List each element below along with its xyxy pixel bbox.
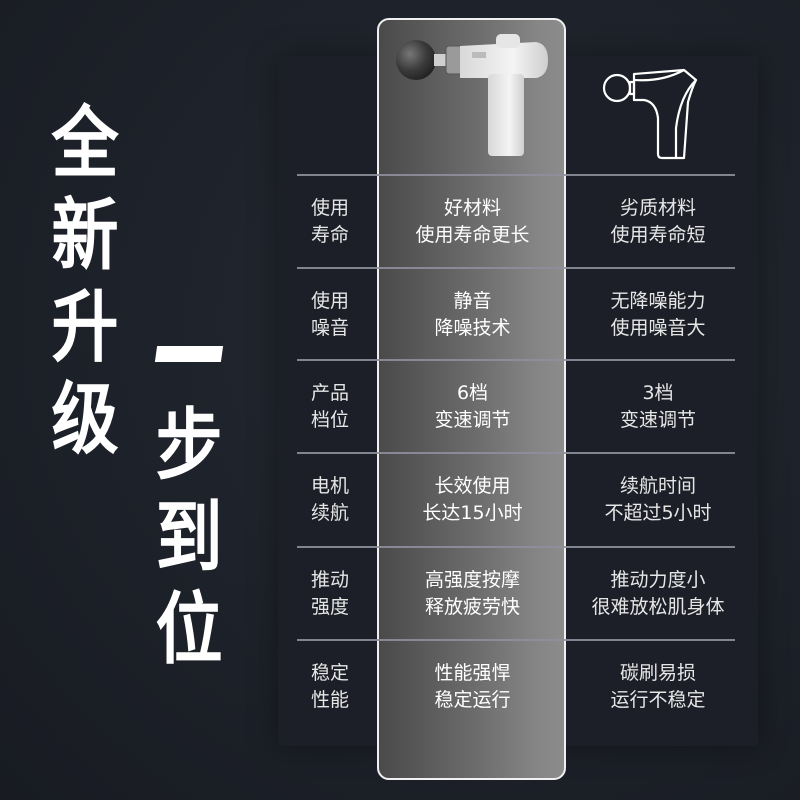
row-label: 推动 强度	[310, 569, 349, 618]
row-separator	[297, 267, 735, 269]
headline-char: 位	[155, 585, 223, 675]
headline-char: 到	[155, 493, 223, 583]
comparison-row-intensity: 推动 强度 高强度按摩 释放疲劳快 推动力度小 很难放松肌身体	[290, 548, 750, 640]
row-separator	[297, 546, 735, 548]
competitor-value: 无降噪能力 使用噪音大	[610, 290, 706, 339]
row-label: 使用 寿命	[310, 197, 349, 246]
our-product-value: 长效使用 长达15小时	[422, 475, 523, 524]
competitor-value: 碳刷易损 运行不稳定	[610, 662, 706, 711]
row-label: 稳定 性能	[310, 662, 349, 711]
our-product-value: 好材料 使用寿命更长	[415, 197, 530, 246]
comparison-row-speed-levels: 产品 档位 6档 变速调节 3档 变速调节	[290, 361, 750, 453]
competitor-value: 推动力度小 很难放松肌身体	[591, 569, 725, 618]
row-separator	[297, 452, 735, 454]
competitor-value: 3档 变速调节	[619, 382, 696, 431]
row-separator	[297, 174, 735, 176]
massage-gun-outline-icon	[602, 68, 698, 160]
our-product-value: 6档 变速调节	[434, 382, 511, 431]
our-product-value: 静音 降噪技术	[434, 290, 511, 339]
row-label: 电机 续航	[310, 475, 349, 524]
comparison-row-noise: 使用 噪音 静音 降噪技术 无降噪能力 使用噪音大	[290, 269, 750, 361]
comparison-row-battery: 电机 续航 长效使用 长达15小时 续航时间 不超过5小时	[290, 454, 750, 546]
row-label: 产品 档位	[310, 382, 349, 431]
headline-char: 新	[51, 191, 119, 281]
our-product-value: 高强度按摩 释放疲劳快	[424, 569, 520, 618]
row-separator	[297, 639, 735, 641]
headline-char-yi	[154, 346, 224, 362]
massage-gun-product-image	[396, 34, 548, 156]
our-product-highlight-column	[377, 18, 566, 780]
headline-char: 全	[51, 99, 119, 189]
competitor-value: 劣质材料 使用寿命短	[610, 197, 706, 246]
row-separator	[297, 359, 735, 361]
headline-char: 步	[155, 401, 223, 491]
headline-quanxin-shengji: 全 新 升 级	[46, 98, 124, 466]
competitor-value: 续航时间 不超过5小时	[604, 475, 712, 524]
headline-char: 级	[51, 375, 119, 465]
headline-yibu-daowei: 步 到 位	[150, 308, 228, 676]
comparison-row-stability: 稳定 性能 性能强悍 稳定运行 碳刷易损 运行不稳定	[290, 641, 750, 733]
row-label: 使用 噪音	[310, 290, 349, 339]
comparison-row-lifespan: 使用 寿命 好材料 使用寿命更长 劣质材料 使用寿命短	[290, 176, 750, 268]
our-product-value: 性能强悍 稳定运行	[434, 662, 511, 711]
headline-char: 升	[51, 283, 119, 373]
